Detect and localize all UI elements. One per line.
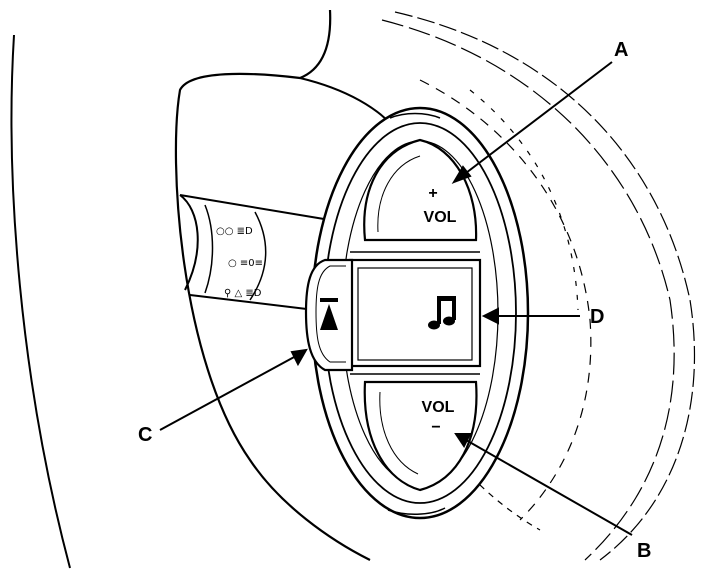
callout-label-b: B	[637, 540, 651, 562]
lighting-stalk: ○○ ≣D ○ ≡0≡ ⚲ △ ≣D	[179, 194, 331, 311]
volume-up-plus: +	[428, 185, 437, 202]
music-note-icon	[428, 296, 456, 330]
volume-down-label: VOL	[422, 399, 455, 416]
column-shroud	[174, 9, 371, 561]
callout-leaders	[159, 61, 633, 536]
volume-up-label: VOL	[424, 209, 457, 226]
stalk-symbol-row3: ⚲ △ ≣D	[224, 288, 262, 299]
steering-wheel-rim	[10, 34, 71, 569]
stalk-symbol-row2: ○ ≡0≡	[228, 258, 263, 269]
channel-triangle-icon	[320, 298, 338, 330]
mode-button[interactable]	[348, 251, 482, 375]
callout-label-d: D	[590, 306, 604, 328]
callout-label-a: A	[614, 39, 628, 61]
volume-up-button[interactable]: + VOL	[363, 138, 478, 242]
volume-down-button[interactable]: VOL −	[363, 380, 478, 492]
volume-down-minus: −	[431, 419, 440, 436]
stalk-symbol-row1: ○○ ≣D	[216, 226, 253, 237]
callout-label-c: C	[138, 424, 152, 446]
channel-button[interactable]	[304, 258, 354, 372]
